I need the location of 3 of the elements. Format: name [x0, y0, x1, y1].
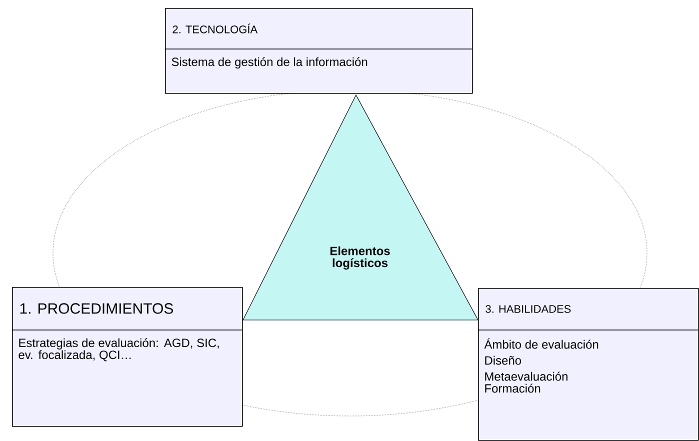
text-box: 3. HABILIDADES Ámbito de evaluación Diseño Metaevaluación Formación — [478, 288, 699, 441]
text-box: 2. TECNOLOGÍA Sistema de gestión de la información — [164, 8, 473, 94]
text-box: 1. PROCEDIMIENTOS Estrategias de evaluación: AGD, SIC, ev. focalizada, QCI… — [12, 287, 243, 427]
